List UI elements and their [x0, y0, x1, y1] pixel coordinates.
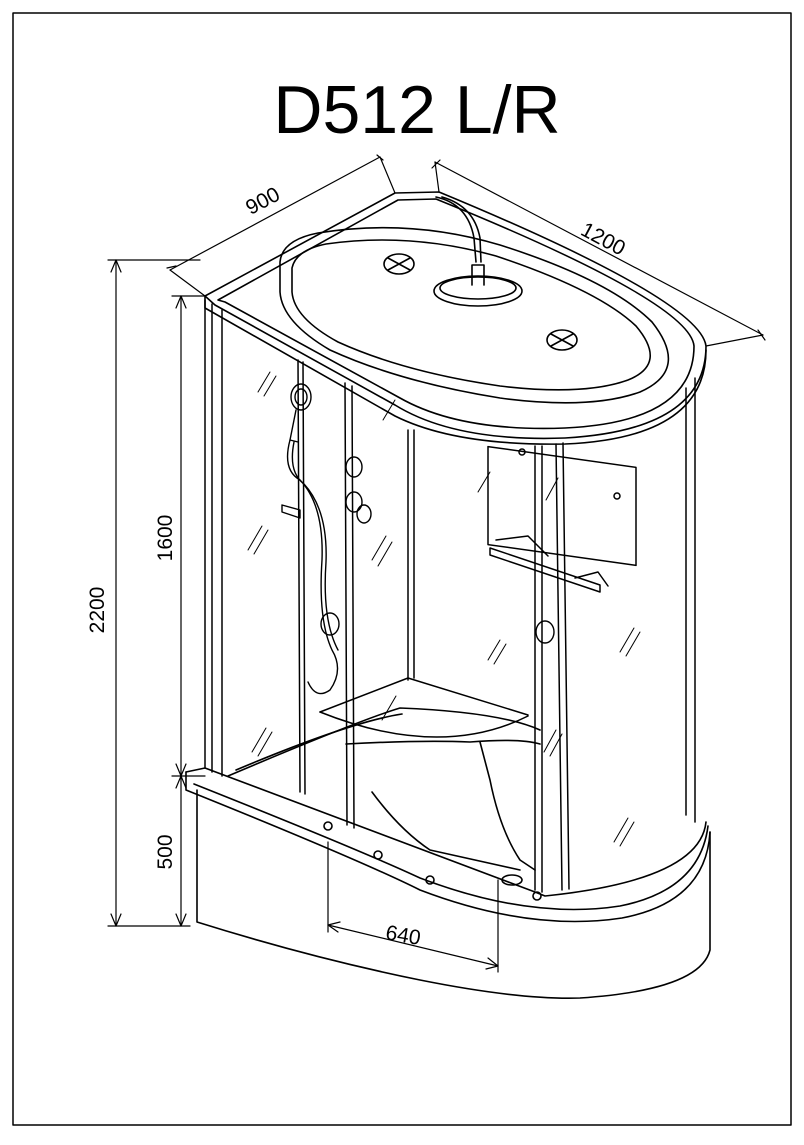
dimension-tray-height-label: 500	[154, 834, 177, 869]
shower-tray	[185, 707, 711, 999]
dimension-cabin-height-label: 1600	[154, 515, 177, 562]
page-border	[12, 12, 792, 1126]
dimension-door-width-label: 640	[384, 921, 423, 950]
dimension-total-height-label: 2200	[86, 587, 109, 634]
dimension-width-label: 1200	[577, 218, 629, 260]
dimension-lines	[107, 154, 766, 973]
cabin-roof	[204, 191, 707, 445]
dimension-depth-label: 900	[242, 183, 284, 220]
model-title: D512 L/R	[273, 72, 560, 148]
glass-reflections	[247, 371, 641, 847]
cabin-frame	[204, 299, 696, 893]
cabin-fixtures	[281, 383, 555, 695]
